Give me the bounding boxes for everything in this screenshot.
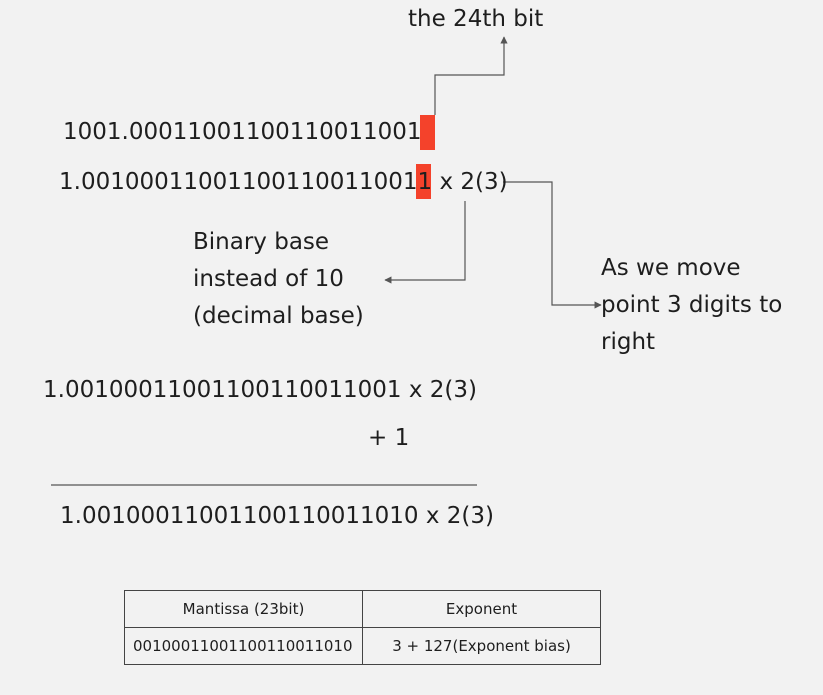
shift-note: As we move point 3 digits to right	[601, 250, 782, 361]
shift-note-line: point 3 digits to	[601, 292, 783, 318]
normalized-24th-bit: 1	[417, 169, 433, 195]
normalized-exponent: x 2(3)	[432, 169, 508, 195]
result-line: 1.00100011001100110011010 x 2(3)	[60, 503, 494, 529]
normalized-number-line: 1.001000110011001100110011 x 2(3)	[59, 171, 508, 194]
table-header-row: Mantissa (23bit) Exponent	[124, 590, 601, 628]
normalized-number-head: 1.00100011001100110011001	[59, 169, 418, 195]
binary-24th-bit: 1	[406, 119, 422, 145]
shift-note-line: right	[601, 329, 656, 355]
addend-line: 1.00100011001100110011001 x 2(3)	[43, 377, 477, 403]
binary-base-note-line: instead of 10	[193, 266, 344, 292]
ieee-result-table: Mantissa (23bit) Exponent 00100011001100…	[124, 590, 601, 665]
arrow-to-shift-note	[503, 181, 602, 309]
table-header-mantissa: Mantissa (23bit)	[124, 590, 363, 628]
binary-number-line: 1001.00011001100110011001	[63, 121, 422, 144]
bit-highlight-2	[416, 164, 431, 199]
shift-note-line: As we move	[601, 255, 741, 281]
binary-base-note-line: Binary base	[193, 229, 330, 255]
table-cell-exponent: 3 + 127(Exponent bias)	[362, 627, 601, 665]
bit-highlight-1	[420, 115, 435, 150]
table-header-exponent: Exponent	[362, 590, 601, 628]
binary-base-note: Binary base instead of 10 (decimal base)	[193, 224, 364, 335]
arrow-to-binary-base	[384, 201, 466, 284]
table-cell-mantissa: 00100011001100110011010	[124, 627, 363, 665]
top-note: the 24th bit	[408, 6, 544, 32]
plus-one: + 1	[368, 425, 410, 451]
table-row: 00100011001100110011010 3 + 127(Exponent…	[124, 627, 601, 665]
binary-base-note-line: (decimal base)	[193, 303, 364, 329]
binary-number-head: 1001.0001100110011001100	[63, 119, 407, 145]
arrow-to-24th-bit	[434, 36, 508, 115]
